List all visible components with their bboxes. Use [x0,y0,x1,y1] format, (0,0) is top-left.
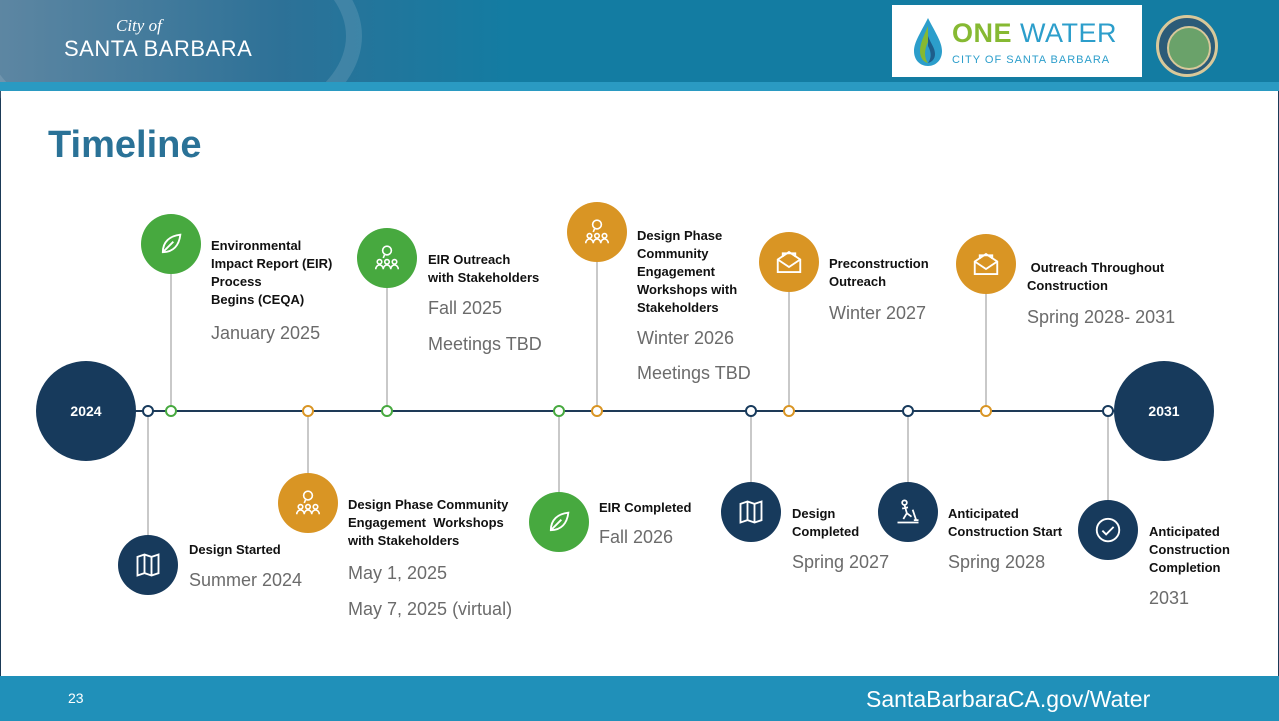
milestone-label: EIR Completed [599,500,692,515]
page-title: Timeline [48,124,202,166]
milestone-label: Design Started [189,542,281,557]
milestone-connector [170,244,172,410]
timeline-axis [84,410,1164,412]
end-year-label: 2031 [1148,403,1180,419]
milestone-dot [980,405,992,417]
milestone-map-icon [721,482,781,542]
header-stripe [0,82,1279,91]
one-water-title: ONE WATER [952,18,1117,49]
city-name-text: SANTA BARBARA [64,36,253,61]
milestone-dot [745,405,757,417]
page-number: 23 [68,690,84,706]
start-year-circle: 2024 [36,361,136,461]
milestone-date: Fall 2025 [428,298,503,318]
milestone-date: Fall 2026 [599,527,674,547]
milestone-leaf-icon [141,214,201,274]
milestone-connector [147,410,149,565]
milestone-date: January 2025 [211,323,321,343]
milestone-connector [558,410,560,522]
milestone-mail-icon [956,234,1016,294]
milestone-dot [165,405,177,417]
milestone-date: 2031 [1149,588,1190,608]
one-word: ONE [952,18,1013,48]
milestone-date: Meetings TBD [428,334,542,354]
footer-url[interactable]: SantaBarbaraCA.gov/Water [866,686,1151,712]
milestone-dot [381,405,393,417]
milestone-people-icon [278,473,338,533]
milestone-date: Winter 2027 [829,303,927,323]
milestone-connector [788,262,790,410]
milestone-connector [1107,410,1109,530]
milestone-check-icon [1078,500,1138,560]
one-water-subtitle: CITY OF SANTA BARBARA [952,54,1111,66]
milestone-people-icon [567,202,627,262]
milestone-connector [386,258,388,410]
start-year-label: 2024 [70,403,102,419]
milestone-mail-icon [759,232,819,292]
milestone-date: Winter 2026 [637,328,735,348]
milestone-dot [783,405,795,417]
milestone-dot [902,405,914,417]
milestone-dot [591,405,603,417]
milestone-date: Meetings TBD [637,363,751,383]
milestone-connector [907,410,909,512]
milestone-connector [307,410,309,503]
milestone-connector [750,410,752,512]
milestone-dot [142,405,154,417]
city-seal-logo [1156,15,1218,77]
water-word: WATER [1020,18,1118,48]
milestone-date: May 1, 2025 [348,563,448,583]
milestone-leaf-icon [529,492,589,552]
city-of-text: City of [116,16,162,35]
milestone-dot [553,405,565,417]
milestone-people-icon [357,228,417,288]
milestone-date: Spring 2027 [792,552,890,572]
milestone-date: Summer 2024 [189,570,303,590]
milestone-date: Spring 2028- 2031 [1027,307,1176,327]
milestone-shovel-icon [878,482,938,542]
seal-center [1167,26,1211,70]
water-drop-icon [914,18,942,66]
milestone-date: May 7, 2025 (virtual) [348,599,513,619]
milestone-connector [596,232,598,410]
milestone-date: Spring 2028 [948,552,1046,572]
milestone-dot [1102,405,1114,417]
milestone-dot [302,405,314,417]
footer-bar [0,676,1279,721]
milestone-map-icon [118,535,178,595]
milestone-connector [985,264,987,410]
end-year-circle: 2031 [1114,361,1214,461]
